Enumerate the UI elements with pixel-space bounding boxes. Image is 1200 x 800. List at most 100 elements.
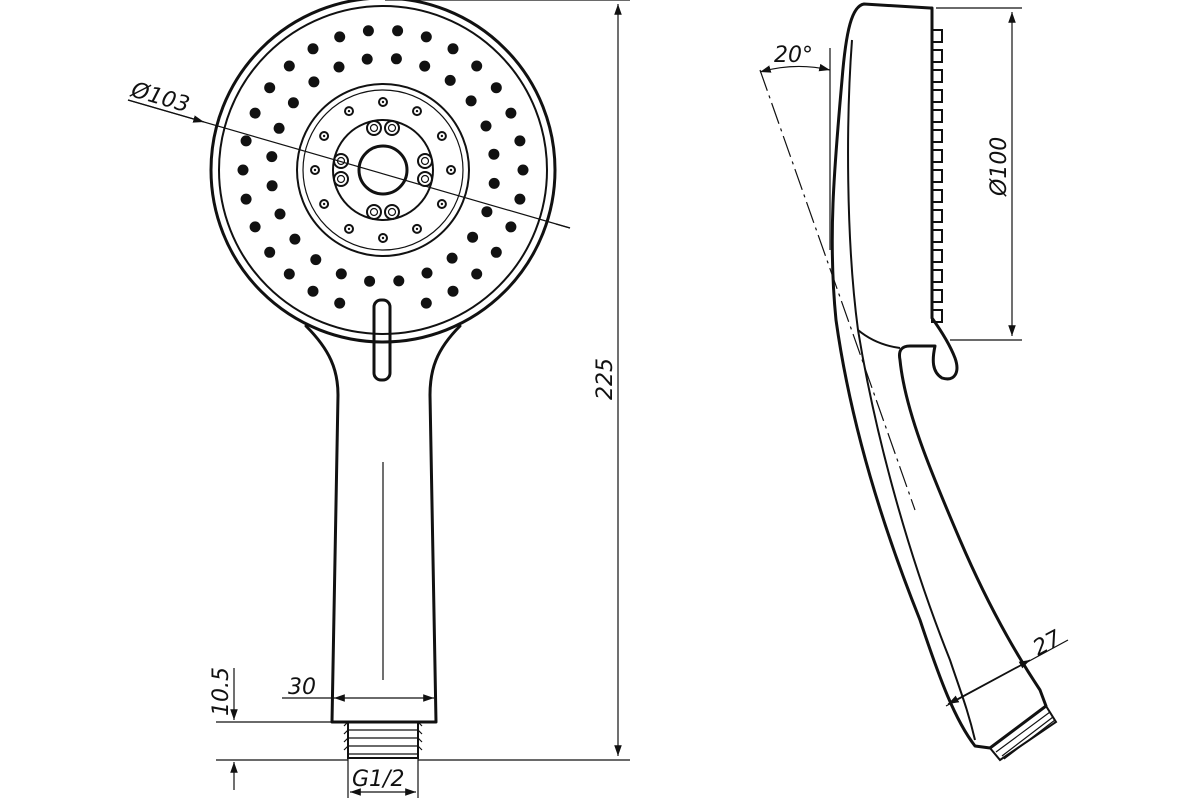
nozzle (505, 107, 517, 119)
nozzle-tooth (931, 249, 943, 263)
nozzle (334, 297, 346, 309)
nozzle (417, 171, 433, 187)
nozzle-tooth (931, 309, 943, 323)
angle-20-dimension: 20° (759, 43, 831, 250)
nozzle (381, 236, 385, 240)
nozzle (249, 221, 261, 233)
nozzle-tooth (931, 149, 943, 163)
nozzle (240, 193, 252, 205)
nozzle (237, 164, 249, 176)
nozzle (440, 134, 444, 138)
nozzle (514, 135, 526, 147)
nozzle (392, 25, 404, 37)
nozzle (369, 207, 379, 217)
plate-nozzle-ring (310, 97, 456, 243)
nozzle (514, 193, 526, 205)
nozzle-tooth (931, 129, 943, 143)
nozzle (322, 134, 326, 138)
nozzle (436, 131, 447, 141)
diameter-103-label: Ø103 (127, 77, 192, 118)
nozzle (490, 82, 502, 94)
nozzle-tooth (931, 49, 943, 63)
nozzle-tooth (931, 189, 943, 203)
side-thread-end (988, 704, 1058, 762)
front-view (209, 0, 557, 759)
nozzle (465, 95, 477, 107)
nozzle (387, 207, 397, 217)
handle-width-label: 30 (288, 675, 316, 700)
nozzle (449, 168, 453, 172)
nozzle (412, 223, 422, 234)
total-length-dimension: 225 (385, 0, 630, 761)
nozzle (319, 199, 330, 209)
head-inner-ring (218, 5, 548, 335)
angle-20-label: 20° (774, 43, 813, 68)
nozzle (417, 153, 433, 169)
thread-dimension: G1/2 (347, 758, 419, 798)
diameter-100-dimension: Ø100 (936, 7, 1022, 341)
nozzle (490, 246, 502, 258)
diameter-100-label: Ø100 (987, 137, 1012, 197)
nozzle (334, 31, 346, 43)
nozzle (366, 204, 382, 220)
nozzle (335, 268, 347, 280)
nozzle (307, 43, 319, 55)
nozzle (447, 285, 459, 297)
nozzle (347, 227, 351, 231)
spray-plate-ring (296, 83, 470, 257)
nozzle (313, 168, 317, 172)
nozzle-tooth (931, 229, 943, 243)
nozzle (283, 268, 295, 280)
connector-height-dimension: 10.5 (209, 667, 348, 790)
side-handle-width-label: 27 (1029, 626, 1065, 661)
nozzle (362, 25, 374, 37)
nozzle-tooth (931, 269, 943, 283)
nozzle (488, 148, 500, 160)
nozzle (336, 174, 346, 184)
nozzle (307, 285, 319, 297)
nozzle (264, 82, 276, 94)
nozzle (347, 109, 351, 113)
nozzle-tooth (931, 209, 943, 223)
nozzle (488, 177, 500, 189)
nozzle (420, 174, 430, 184)
double-nozzle-group (333, 120, 433, 220)
nozzle (420, 31, 432, 43)
nozzle (240, 135, 252, 147)
nozzle (364, 275, 376, 287)
nozzle-tooth (931, 109, 943, 123)
nozzle (287, 97, 299, 109)
nozzle (264, 246, 276, 258)
nozzle (420, 156, 430, 166)
nozzle (283, 60, 295, 72)
side-nozzle-teeth (931, 29, 943, 323)
outer-nozzle-ring (237, 25, 529, 309)
nozzle-tooth (931, 289, 943, 303)
nozzle-tooth (931, 89, 943, 103)
nozzle (344, 223, 354, 234)
nozzle (419, 60, 431, 72)
nozzle (481, 206, 493, 218)
nozzle (384, 204, 400, 220)
nozzle (366, 120, 382, 136)
side-inner-line (847, 39, 976, 741)
nozzle (420, 297, 432, 309)
nozzle (480, 120, 492, 132)
side-axis-line (759, 69, 916, 511)
nozzle (421, 267, 433, 279)
nozzle (444, 74, 456, 86)
nozzle (415, 109, 419, 113)
nozzle (274, 208, 286, 220)
nozzle (333, 171, 349, 187)
nozzle (446, 165, 456, 175)
nozzle (467, 231, 479, 243)
nozzle (390, 53, 402, 65)
nozzle (393, 275, 405, 287)
mode-switch[interactable] (372, 298, 392, 382)
nozzle (381, 100, 385, 104)
connector-height-label: 10.5 (209, 667, 234, 716)
nozzle (517, 164, 529, 176)
nozzle (289, 233, 301, 245)
nozzle (387, 123, 397, 133)
